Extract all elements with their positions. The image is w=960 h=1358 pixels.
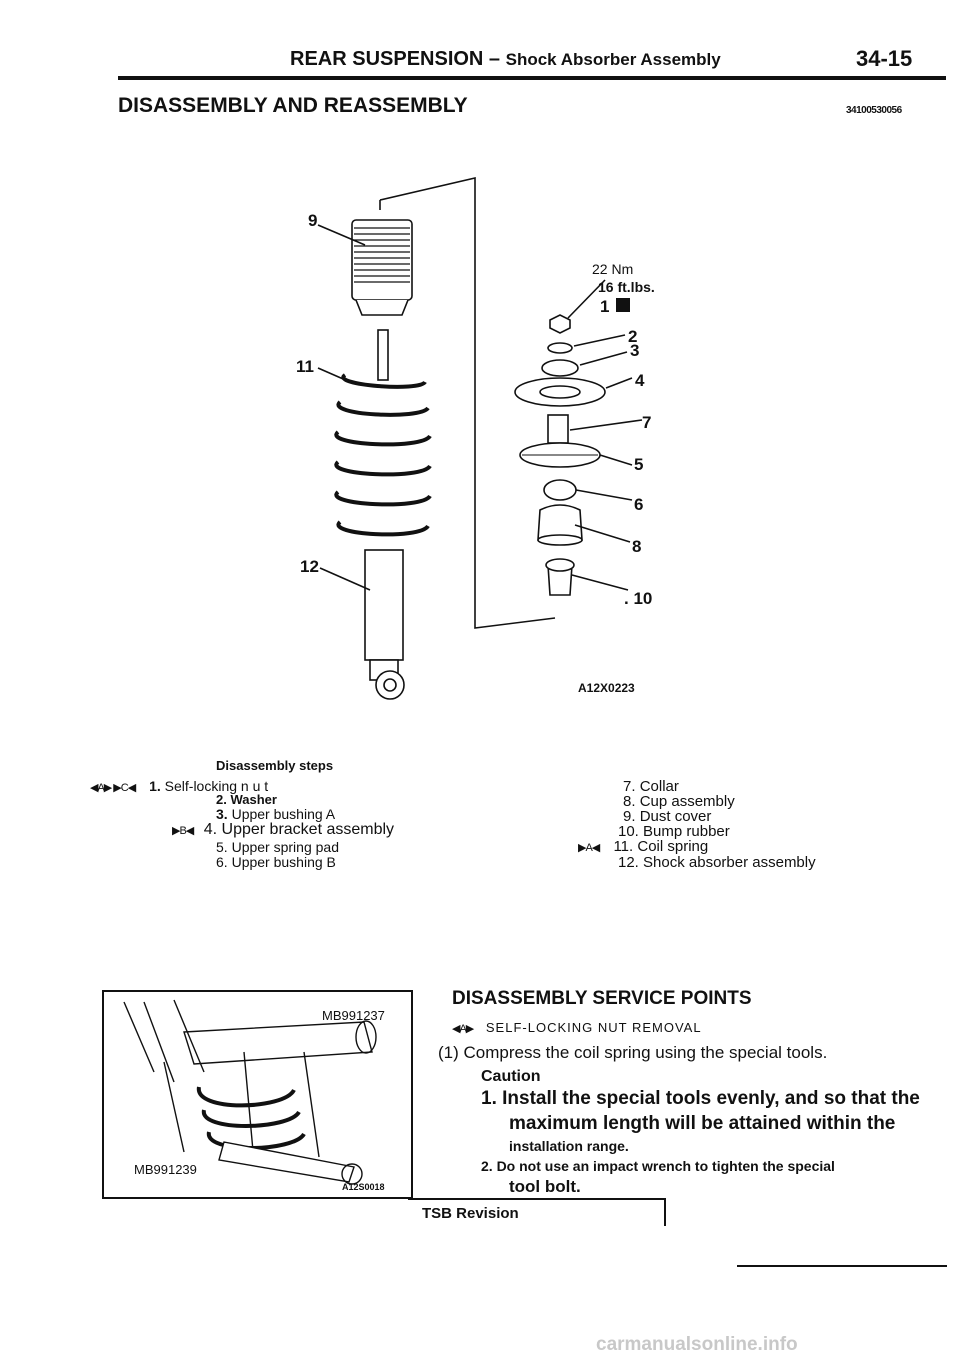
caution-item-1-end: installation range. [509,1138,629,1154]
step-marks: ▶A◀ [578,842,600,854]
step-label: Dust cover [639,808,712,825]
step-label: Upper bushing A [231,806,336,822]
header-subtitle: Shock Absorber Assembly [505,50,721,69]
header-title: REAR SUSPENSION – [290,48,501,70]
step-num: 5. [216,839,228,855]
step-num: 4. [203,821,218,838]
tsb-revision-box: TSB Revision [408,1198,666,1226]
step-label: Bump rubber [643,823,730,840]
callout-12: 12 [300,557,319,576]
step-right-11: ▶A◀ 11. Coil spring [578,838,709,855]
callout-9: 9 [308,211,317,230]
step-right-7: 7. Collar [623,778,679,795]
step-left-3: 3. Upper bushing A [216,807,335,821]
special-tool-illustration: MB991237 MB991239 A12S0018 [102,990,413,1199]
step-num: 8. [623,793,636,810]
step-num: 12. [618,854,639,871]
torque-ftlbs: 16 ft.lbs. [598,279,655,295]
section-title: DISASSEMBLY AND REASSEMBLY [118,94,468,117]
special-tool-svg: MB991237 MB991239 A12S0018 [123,999,385,1192]
step-right-12: 12. Shock absorber assembly [618,854,816,871]
caution-heading: Caution [481,1068,541,1085]
exploded-diagram-svg: 9 11 12 1 2 3 4 7 5 6 8 . 10 22 Nm 16 ft… [296,176,655,700]
step-label: Upper bushing B [231,854,336,870]
step-num: 11. [613,838,634,855]
service-step-1: (1) Compress the coil spring using the s… [438,1043,828,1062]
service-subtitle: ◀A▶ SELF-LOCKING NUT REMOVAL [452,1020,702,1035]
footer-rule [737,1265,947,1267]
step-left-4: ▶B◀ 4. Upper bracket assembly [172,821,395,838]
step-label: Self-locking n u t [164,778,269,794]
step-num: 10. [618,823,639,840]
callout-5: 5 [634,455,643,474]
caution-item-2: 2. Do not use an impact wrench to tighte… [481,1158,835,1174]
step-marks: ◀A▶ ▶C◀ [90,782,136,794]
service-marks: ◀A▶ [452,1023,474,1035]
service-subtitle-text: SELF-LOCKING NUT REMOVAL [485,1020,702,1035]
step-label: Cup assembly [639,793,735,810]
step-label: Washer [230,792,277,807]
step-num: 1. [149,778,161,794]
caution-item-2-cont: tool bolt. [509,1177,581,1196]
step-num: 3. [216,806,228,822]
step-label: Upper bracket assembly [221,821,395,838]
caution-item-1: 1. Install the special tools evenly, and… [481,1088,920,1109]
torque-nm: 22 Nm [592,261,633,277]
callout-10: . 10 [624,589,652,608]
step-right-8: 8. Cup assembly [623,793,735,810]
header-rule [118,76,946,80]
step-left-2: 2. Washer [216,793,277,807]
callout-7: 7 [642,413,651,432]
step-label: Upper spring pad [231,839,339,855]
steps-heading: Disassembly steps [216,758,334,773]
step-num: 7. [623,778,636,795]
step-left-6: 6. Upper bushing B [216,855,336,869]
page-header-title: REAR SUSPENSION – Shock Absorber Assembl… [290,48,721,71]
callout-8: 8 [632,537,641,556]
step-num: 6. [216,854,228,870]
tool-label-mb991239: MB991239 [134,1162,197,1177]
step-num: 9. [623,808,636,825]
exploded-diagram: 9 11 12 1 2 3 4 7 5 6 8 . 10 22 Nm 16 ft… [270,170,690,710]
service-points-title: DISASSEMBLY SERVICE POINTS [452,988,752,1009]
step-label: Shock absorber assembly [643,854,816,871]
step-left-5: 5. Upper spring pad [216,840,339,854]
new-part-mark [616,298,630,312]
callout-6: 6 [634,495,643,514]
diagram-figure-code: A12X0223 [578,681,635,695]
photo-figure-code: A12S0018 [342,1182,385,1192]
callout-4: 4 [635,371,645,390]
callout-3: 3 [630,341,639,360]
callout-2: 2 [628,327,637,346]
callout-11: 11 [296,357,314,376]
section-code: 34100530056 [846,105,902,116]
callout-1: 1 [600,297,609,316]
page-number: 34-15 [856,46,913,71]
step-right-9: 9. Dust cover [623,808,712,825]
step-marks: ▶B◀ [172,825,194,837]
tsb-revision-label: TSB Revision [422,1205,519,1222]
watermark: carmanualsonline.info [596,1334,798,1355]
tool-label-mb991237: MB991237 [322,1008,385,1023]
step-right-10: 10. Bump rubber [618,823,730,840]
step-left-1: ◀A▶ ▶C◀ 1. Self-locking n u t [90,779,268,795]
caution-item-1-cont: maximum length will be attained within t… [509,1113,896,1134]
step-num: 2. [216,792,227,807]
step-label: Coil spring [637,838,709,855]
step-label: Collar [639,778,679,795]
